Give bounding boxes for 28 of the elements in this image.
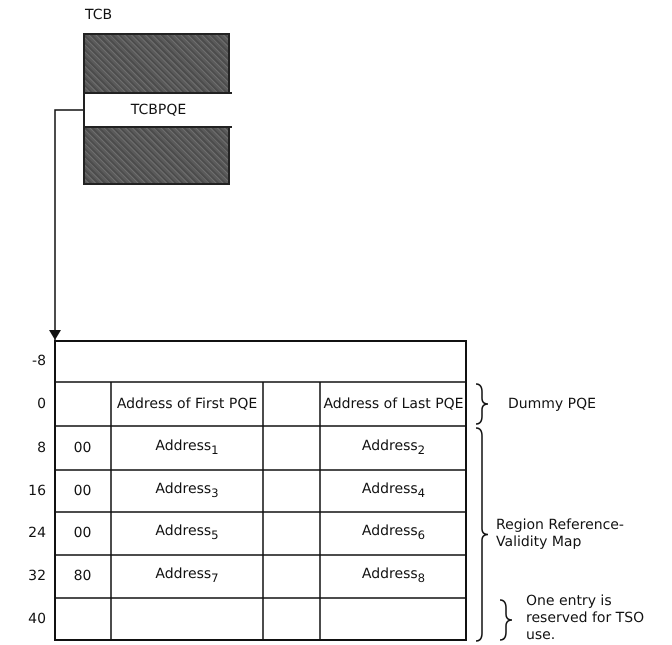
offset-number: 8 — [36, 438, 46, 458]
annotation: One entry is reserved for TSO use. — [526, 592, 646, 645]
annotation: Region Reference-Validity Map — [496, 516, 625, 552]
cell-text: Address$_{7}$ — [154, 565, 220, 587]
cell-text: 80 — [72, 567, 92, 586]
connector-arrow — [49, 109, 85, 340]
field-row — [85, 92, 232, 128]
cell-text: 00 — [72, 438, 92, 458]
cell-text: Address$_{2}$ — [360, 436, 426, 458]
cell-text: Address$_{5}$ — [154, 522, 220, 544]
cell-text: Address of First PQE — [116, 394, 258, 414]
offset-number: -8 — [31, 352, 46, 370]
block-title: TCB — [85, 7, 112, 23]
annotation: Dummy PQE — [508, 394, 597, 414]
offset-number: 40 — [27, 610, 46, 629]
cell-text: 00 — [72, 524, 92, 543]
cell-text: Address$_{4}$ — [360, 480, 426, 502]
cell-text: Address$_{3}$ — [154, 480, 220, 502]
offset-number: 16 — [27, 482, 46, 500]
cell-text: Address of Last PQE — [322, 394, 465, 414]
cell-text: 00 — [72, 482, 92, 500]
offset-number: 32 — [27, 567, 46, 586]
cell-text: Address$_{6}$ — [360, 522, 426, 544]
offset-number: 0 — [36, 394, 46, 414]
cell-text: Address$_{1}$ — [154, 436, 220, 458]
offset-number: 24 — [27, 524, 46, 543]
cell-text: Address$_{8}$ — [360, 565, 426, 587]
field-name: TCBPQE — [130, 102, 186, 118]
